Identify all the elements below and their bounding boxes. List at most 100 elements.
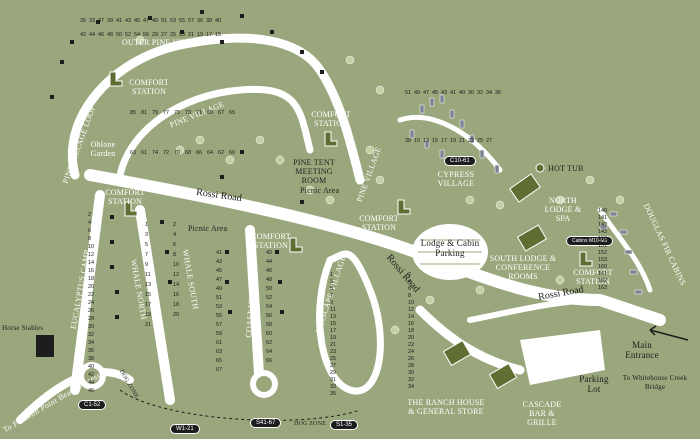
- site-number-cypress: 30: [468, 90, 475, 96]
- comfort-station-label-6: COMFORT STATION: [573, 268, 613, 286]
- site-number-seascape: 17: [330, 328, 337, 334]
- site-number-coast: 45: [216, 268, 223, 274]
- site-number-douglas: 162: [598, 278, 608, 284]
- parking-lot-label: Parking Lot: [579, 374, 609, 394]
- s1-35-range: S1-35: [330, 420, 359, 430]
- site-number-whale: 7: [145, 252, 149, 258]
- site-number-eucalyptus: 36: [88, 348, 95, 354]
- hot-tub-marker: [535, 163, 545, 173]
- site-number-coast: 62: [266, 340, 273, 346]
- site-number-douglas: 140: [598, 208, 608, 214]
- site-number-pine: 60: [229, 150, 236, 156]
- site-number-seascape: 4: [408, 279, 412, 285]
- site-number-outer_pine: 56: [143, 32, 150, 38]
- site-number-outer_pine: 41: [116, 18, 123, 24]
- site-number-whale: 10: [173, 262, 180, 268]
- site-number-outer_pine: 38: [206, 18, 213, 24]
- site-number-outer_pine: 15: [215, 32, 222, 38]
- site-number-eucalyptus: 22: [88, 292, 95, 298]
- site-number-douglas: 153: [598, 257, 608, 263]
- site-number-coast: 41: [216, 250, 223, 256]
- comfort-station-label-3: COMFORT STATION: [105, 188, 145, 206]
- cabins-range: Cabins M10-M3: [566, 236, 614, 246]
- site-number-seascape: 32: [408, 377, 415, 383]
- site-number-pine: 62: [218, 150, 225, 156]
- site-number-douglas: 142: [598, 222, 608, 228]
- site-number-seascape: 28: [408, 363, 415, 369]
- site-number-eucalyptus: 34: [88, 340, 95, 346]
- site-number-whale: 16: [173, 292, 180, 298]
- site-number-cypress: 15: [432, 138, 439, 144]
- site-number-seascape: 8: [408, 293, 412, 299]
- site-number-eucalyptus: 12: [88, 252, 95, 258]
- comfort-station-label-4: COMFORT STATION: [251, 232, 291, 250]
- site-number-pine: 66: [196, 150, 203, 156]
- site-number-pine: 61: [141, 150, 148, 156]
- site-number-eucalyptus: 20: [88, 284, 95, 290]
- site-number-cypress: 47: [423, 90, 430, 96]
- site-number-eucalyptus: 42: [88, 372, 95, 378]
- whale-road: [135, 205, 175, 405]
- cypress-village-label: CYPRESS VILLAGE: [437, 170, 475, 188]
- site-number-coast: 55: [216, 313, 223, 319]
- ranch-house-building: [442, 339, 472, 367]
- site-number-outer_pine: 52: [125, 32, 132, 38]
- coast-road: [245, 225, 265, 395]
- site-number-outer_pine: 39: [107, 18, 114, 24]
- site-number-pine: 75: [174, 110, 181, 116]
- site-number-outer_pine: 40: [215, 18, 222, 24]
- site-number-coast: 58: [266, 322, 273, 328]
- site-number-eucalyptus: 14: [88, 260, 95, 266]
- site-number-coast: 59: [216, 331, 223, 337]
- site-number-douglas: 141: [598, 215, 608, 221]
- w1-21-range: W1-21: [170, 424, 200, 434]
- site-number-outer_pine: 21: [188, 32, 195, 38]
- site-number-pine: 72: [163, 150, 170, 156]
- site-number-cypress: 19: [450, 138, 457, 144]
- cascade-building: [488, 362, 518, 390]
- site-number-coast: 47: [216, 277, 223, 283]
- pine-tent-label: PINE TENT MEETING ROOM: [293, 158, 335, 185]
- site-number-seascape: 25: [330, 356, 337, 362]
- site-number-seascape: 27: [330, 363, 337, 369]
- site-number-seascape: 30: [408, 370, 415, 376]
- site-number-cypress: 17: [441, 138, 448, 144]
- site-number-pine: 85: [130, 110, 137, 116]
- site-number-seascape: 10: [408, 300, 415, 306]
- cascade-label: CASCADE BAR & GRILLE: [522, 400, 562, 427]
- site-number-whale: 11: [145, 272, 151, 278]
- site-number-douglas: 160: [598, 264, 608, 270]
- hot-tub-label: HOT TUB: [548, 164, 584, 173]
- lodge-building: [509, 173, 541, 203]
- horse-stables-label: Horse Stables: [2, 324, 44, 332]
- c1-52-range: C1-52: [78, 400, 107, 410]
- site-number-seascape: 1: [330, 272, 334, 278]
- site-number-whale: 2: [173, 222, 177, 228]
- site-number-outer_pine: 29: [152, 32, 159, 38]
- site-number-douglas: 150: [598, 236, 608, 242]
- site-number-eucalyptus: 8: [88, 236, 92, 242]
- south-lodge-building: [516, 224, 548, 252]
- site-number-eucalyptus: 30: [88, 324, 95, 330]
- site-number-coast: 51: [216, 295, 223, 301]
- site-number-eucalyptus: 26: [88, 308, 95, 314]
- site-number-outer_pine: 27: [161, 32, 168, 38]
- picnic-area-label-1: Picnic Area: [300, 186, 340, 195]
- site-number-outer_pine: 57: [188, 18, 195, 24]
- site-number-whale: 17: [145, 302, 152, 308]
- site-number-cypress: 27: [486, 138, 493, 144]
- site-number-coast: 43: [216, 259, 223, 265]
- site-number-cypress: 13: [423, 138, 430, 144]
- site-number-whale: 19: [145, 312, 152, 318]
- site-number-coast: 54: [266, 304, 273, 310]
- north-lodge-label: NORTH LODGE & SPA: [544, 196, 582, 223]
- site-number-eucalyptus: 6: [88, 228, 92, 234]
- site-number-outer_pine: 25: [170, 32, 177, 38]
- site-number-outer_pine: 49: [152, 18, 159, 24]
- site-number-seascape: 21: [330, 342, 337, 348]
- site-number-coast: 67: [216, 367, 223, 373]
- site-number-whale: 3: [145, 232, 149, 238]
- site-number-seascape: 18: [408, 328, 415, 334]
- site-number-douglas: 143: [598, 229, 608, 235]
- site-number-pine: 68: [185, 150, 192, 156]
